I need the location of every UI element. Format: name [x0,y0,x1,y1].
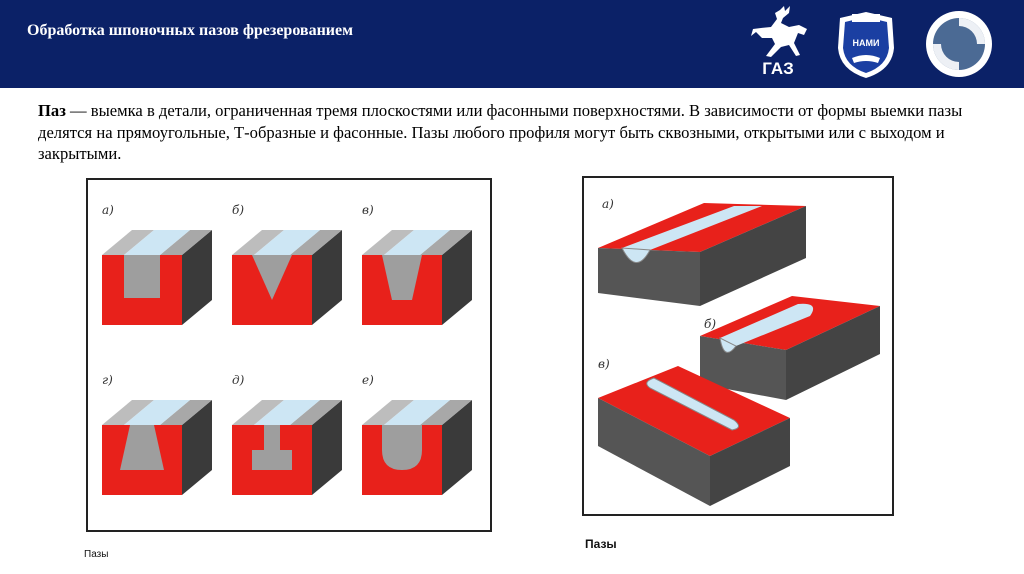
label-b: б) [232,203,244,217]
nami-logo-text: НАМИ [853,38,880,48]
term-bold: Паз [38,101,66,120]
slot-profiles-drawing: а) б) в) г) д) е) [102,203,472,495]
label-e: е) [362,373,374,387]
label-right-b: б) [704,317,716,331]
right-figure-caption: Пазы [585,537,617,551]
slot-types-drawing: а) б) в) [598,197,880,506]
slot-types-figure: а) б) в) [582,176,894,516]
label-v: в) [362,203,374,217]
profile-a: а) [102,203,212,325]
university-circle-logo [926,11,992,77]
slot-profiles-figure: а) б) в) г) д) е) [86,178,492,532]
label-g: г) [102,373,113,387]
definition-paragraph: Паз — выемка в детали, ограниченная трем… [38,100,978,165]
through-slot: а) [598,197,806,306]
profile-e: е) [362,373,472,495]
nami-shield-logo: НАМИ [838,12,894,78]
profile-g: г) [102,373,212,495]
header-bar: Обработка шпоночных пазов фрезерованием … [0,0,1024,88]
label-d: д) [232,373,245,387]
label-right-a: а) [602,197,614,211]
profile-d: д) [232,373,342,495]
gaz-logo-text: ГАЗ [762,59,794,78]
profile-v: в) [362,203,472,325]
left-figure-caption: Пазы [84,549,109,560]
gaz-deer-logo: ГАЗ [751,6,807,78]
profile-b: б) [232,203,342,325]
closed-slot: в) [598,357,790,506]
slide-title: Обработка шпоночных пазов фрезерованием [27,22,353,39]
label-right-v: в) [598,357,610,371]
definition-text: — выемка в детали, ограниченная тремя пл… [38,101,963,163]
label-a: а) [102,203,114,217]
open-slot: б) [700,296,880,400]
